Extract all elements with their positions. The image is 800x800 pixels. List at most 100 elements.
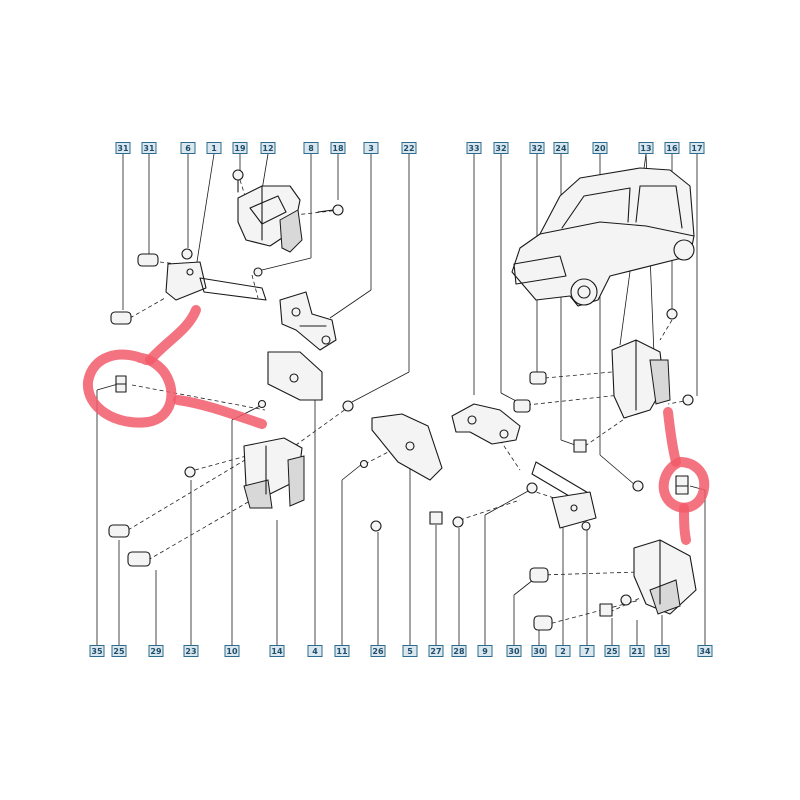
bottom-callout-34: 34 [697,645,713,657]
callout-box [466,142,482,154]
callout-box [89,645,105,657]
part-34-small-bracket [675,475,689,495]
callout-label: 35 [91,647,103,656]
callout-box [401,142,417,154]
callout-box [402,645,418,657]
callout-label: 12 [262,144,273,153]
callout-box [224,645,240,657]
bottom-callout-5: 5 [402,645,418,657]
callout-label: 10 [226,647,238,656]
callout-box [141,142,157,154]
top-callout-12: 12 [260,142,276,154]
callout-box [303,142,319,154]
part-16-bolt [666,308,678,320]
bottom-callout-28: 28 [451,645,467,657]
callout-label: 15 [656,647,668,656]
callout-label: 3 [368,144,374,153]
top-callout-1: 1 [206,142,222,154]
bottom-callout-21: 21 [629,645,645,657]
callout-label: 25 [113,647,125,656]
callout-label: 5 [407,647,413,656]
bottom-callout-30: 30 [531,645,547,657]
bottom-callout-10: 10 [224,645,240,657]
part-1-check-strap [165,261,267,301]
vehicle-illustration [511,167,695,307]
bottom-callout-14: 14 [269,645,285,657]
callout-box [363,142,379,154]
callout-label: 21 [631,647,643,656]
callout-label: 4 [312,647,318,656]
callout-box [629,645,645,657]
part-33-door-check [451,403,521,445]
callout-box [428,645,444,657]
top-callout-33: 33 [466,142,482,154]
part-15-lower-hinge-right [633,539,697,615]
callout-label: 14 [271,647,283,656]
top-callout-22: 22 [401,142,417,154]
callout-label: 32 [531,144,542,153]
top-callout-13: 13 [638,142,654,154]
callout-box [553,142,569,154]
callout-box [604,645,620,657]
bottom-leader-lines [96,383,706,645]
callout-label: 33 [468,144,479,153]
part-4-panel [267,351,323,401]
callout-label: 29 [150,647,162,656]
highlight-part-34 [658,407,710,545]
bottom-callout-7: 7 [579,645,595,657]
callout-label: 30 [508,647,520,656]
part-10-screw [257,399,267,409]
part-25-nut-right [599,603,613,617]
callout-box [307,645,323,657]
part-9-bolt [526,482,538,494]
bottom-callout-30: 30 [506,645,522,657]
callout-box [334,645,350,657]
part-35-small-bracket [115,375,127,393]
callout-label: 27 [430,647,441,656]
part-25-shim-left [108,524,130,538]
callout-box [531,645,547,657]
callout-label: 31 [143,144,155,153]
callout-box [697,645,713,657]
top-callout-18: 18 [330,142,346,154]
callout-box [477,645,493,657]
callout-label: 1 [211,144,217,153]
part-22-bolt [342,400,354,412]
callout-box [370,645,386,657]
part-2-check-strap [531,461,597,529]
callout-box [260,142,276,154]
callout-box [654,645,670,657]
bottom-callout-11: 11 [334,645,350,657]
part-30-shim-lower [533,615,553,631]
part-5-panel [371,413,443,481]
part-31-shim-lower [110,311,132,325]
part-13-upper-hinge-right [611,339,671,419]
callout-box [493,142,509,154]
callout-box [111,645,127,657]
bottom-callout-23: 23 [183,645,199,657]
callout-label: 22 [403,144,414,153]
callout-label: 18 [332,144,344,153]
part-31-shim-upper [137,253,159,267]
callout-box [183,645,199,657]
part-30-shim-upper [529,567,549,583]
part-29-shim-left [127,551,151,567]
bottom-callout-35: 35 [89,645,105,657]
part-17-bolt [682,394,694,406]
callout-box [232,142,248,154]
part-32-shim-upper [529,371,547,385]
top-callout-16: 16 [664,142,680,154]
callout-box [148,645,164,657]
callout-label: 16 [666,144,678,153]
top-callout-20: 20 [592,142,608,154]
part-7-bolt [581,521,591,531]
part-14-lower-hinge-left [243,437,305,509]
top-callout-3: 3 [363,142,379,154]
callout-box [180,142,196,154]
bottom-callout-4: 4 [307,645,323,657]
callout-box [579,645,595,657]
callout-box [638,142,654,154]
